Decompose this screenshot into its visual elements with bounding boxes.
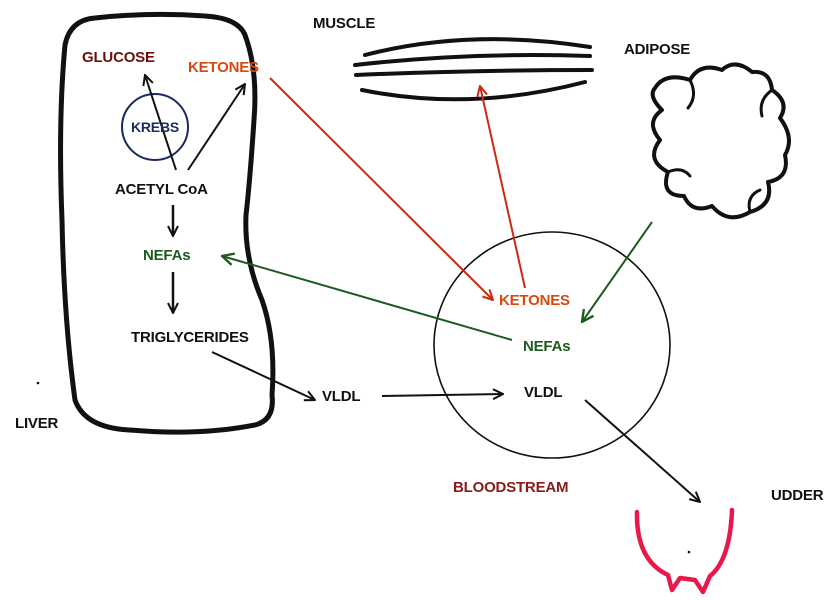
label-liver: LIVER — [15, 415, 59, 432]
adipose-folds — [666, 78, 774, 214]
label-adipose: ADIPOSE — [624, 41, 690, 58]
arrow-blood-nefas-to-liver — [222, 256, 513, 341]
arrow-liver-ketones-to-blood — [269, 77, 493, 300]
label-nefas-liver: NEFAs — [143, 247, 190, 264]
label-muscle: MUSCLE — [313, 15, 375, 32]
stray-dot — [36, 381, 40, 385]
label-udder: UDDER — [771, 487, 824, 504]
stray-dot — [687, 550, 691, 554]
label-vldl-blood: VLDL — [524, 384, 562, 401]
arrow-vldl-to-bloodstream — [381, 394, 503, 396]
label-acetyl-coa: ACETYL CoA — [115, 181, 208, 198]
krebs-cycle-circle — [121, 93, 189, 161]
arrow-acetylcoa-to-ketones — [187, 84, 245, 171]
bloodstream-circle — [433, 231, 671, 459]
label-nefas-blood: NEFAs — [523, 338, 570, 355]
arrow-triglycerides-to-vldl — [211, 351, 315, 400]
adipose-icon — [650, 62, 791, 220]
arrow-adipose-to-blood-nefas — [582, 221, 653, 322]
arrow-acetylcoa-to-glucose — [145, 75, 177, 171]
label-ketones-blood: KETONES — [499, 292, 570, 309]
label-vldl-out: VLDL — [322, 388, 360, 405]
liver-outline — [58, 11, 276, 435]
label-glucose: GLUCOSE — [82, 49, 155, 66]
arrow-vldl-to-udder — [584, 399, 700, 502]
label-triglycerides: TRIGLYCERIDES — [131, 329, 249, 346]
muscle-icon — [353, 37, 594, 102]
udder-icon — [634, 507, 735, 595]
label-ketones-liver: KETONES — [188, 59, 259, 76]
label-krebs: KREBS — [131, 119, 179, 135]
arrow-blood-ketones-to-muscle — [480, 86, 526, 289]
label-bloodstream: BLOODSTREAM — [453, 479, 568, 496]
